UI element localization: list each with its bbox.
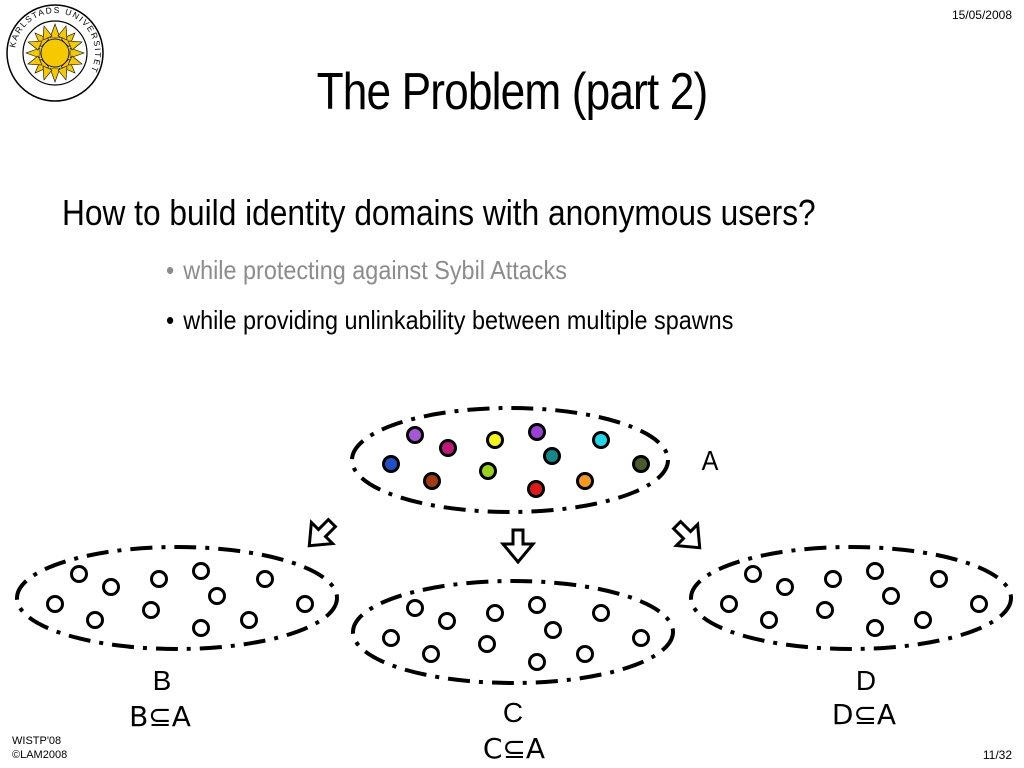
member-dot [256, 570, 274, 588]
member-dot [240, 611, 258, 629]
footer-left: WISTP'08 ©LAM2008 [12, 734, 67, 762]
arrow-down-icon [499, 528, 537, 565]
member-dot [576, 645, 594, 663]
footer-copyright: ©LAM2008 [12, 749, 68, 761]
member-dot [528, 653, 546, 671]
set-d-relation: D⊆A [832, 698, 896, 731]
member-dot [528, 596, 546, 614]
set-b-label: B [153, 665, 172, 696]
member-dot [930, 570, 948, 588]
member-dot [543, 447, 561, 465]
member-dot [382, 455, 400, 473]
set-d-label: D [856, 665, 876, 696]
bullet-dot: • [166, 305, 175, 335]
arrow-down-right-icon [671, 519, 702, 550]
set-c: C C⊆A [351, 579, 675, 765]
set-b: B B⊆A [15, 545, 339, 733]
member-dot [406, 599, 424, 617]
member-dot [150, 570, 168, 588]
member-dot [296, 595, 314, 613]
footer-conference: WISTP'08 [12, 735, 62, 747]
member-dot [632, 629, 650, 647]
slide-title: The Problem (part 2) [316, 63, 709, 121]
arrow-down-left-icon [307, 517, 338, 548]
member-dot [142, 601, 160, 619]
member-dot [970, 595, 988, 613]
member-dot [208, 587, 226, 605]
member-dot [776, 578, 794, 596]
bullet-sybil: • while protecting against Sybil Attacks [166, 255, 567, 286]
member-dot [720, 595, 738, 613]
bullet-text: while providing unlinkability between mu… [183, 305, 734, 335]
member-dot [486, 604, 504, 622]
member-dot [102, 578, 120, 596]
set-c-boundary [351, 579, 675, 685]
set-c-label: C [503, 697, 523, 728]
member-dot [479, 462, 497, 480]
identity-domain-diagram: A B B⊆A C C⊆A D D⊆A [15, 406, 1013, 765]
set-b-boundary [15, 545, 339, 651]
member-dot [423, 472, 441, 490]
sun-icon [25, 23, 85, 83]
set-a: A [350, 406, 719, 514]
member-dot [46, 595, 64, 613]
member-dot [192, 619, 210, 637]
set-b-relation: B⊆A [129, 700, 191, 733]
member-dot [86, 611, 104, 629]
set-a-boundary [350, 406, 670, 514]
member-dot [824, 570, 842, 588]
member-dot [882, 587, 900, 605]
bullet-unlinkability: • while providing unlinkability between m… [166, 305, 733, 336]
member-dot [486, 431, 504, 449]
member-dot [866, 562, 884, 580]
question-heading: How to build identity domains with anony… [62, 192, 816, 233]
member-dot [592, 431, 610, 449]
member-dot [632, 455, 650, 473]
member-dot [422, 645, 440, 663]
member-dot [744, 565, 762, 583]
member-dot [866, 619, 884, 637]
member-dot [438, 612, 456, 630]
set-c-relation: C⊆A [483, 732, 545, 765]
member-dot [478, 635, 496, 653]
member-dot [914, 611, 932, 629]
member-dot [70, 565, 88, 583]
slide-date: 15/05/2008 [951, 8, 1012, 22]
member-dot [527, 480, 545, 498]
set-d-boundary [689, 545, 1013, 651]
member-dot [439, 439, 457, 457]
member-dot [406, 426, 424, 444]
set-a-label: A [702, 445, 719, 477]
university-logo: KARLSTADS UNIVERSITET [6, 4, 104, 102]
member-dot [528, 423, 546, 441]
member-dot [382, 629, 400, 647]
member-dot [760, 611, 778, 629]
page-number: 11/32 [982, 748, 1012, 762]
bullet-dot: • [166, 255, 175, 285]
member-dot [592, 604, 610, 622]
member-dot [544, 621, 562, 639]
bullet-text: while protecting against Sybil Attacks [183, 255, 567, 285]
member-dot [192, 562, 210, 580]
member-dot [576, 472, 594, 490]
member-dot [816, 601, 834, 619]
set-d: D D⊆A [689, 545, 1013, 731]
